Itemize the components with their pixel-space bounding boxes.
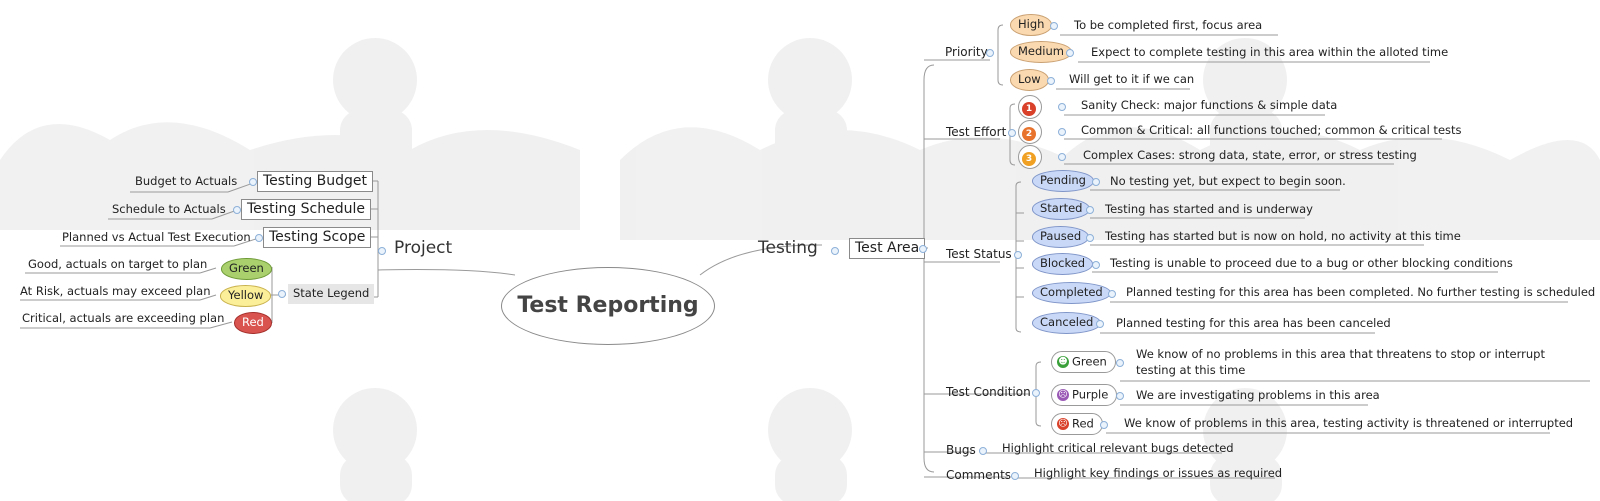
central-topic[interactable]: Test Reporting bbox=[501, 267, 715, 345]
status-blocked[interactable]: Blocked bbox=[1032, 253, 1094, 275]
state-green-note[interactable]: Good, actuals on target to plan bbox=[28, 257, 208, 271]
medium-collapse-icon[interactable] bbox=[1066, 49, 1074, 57]
condition-red-label: Red bbox=[1072, 416, 1094, 431]
number-3-icon: 3 bbox=[1022, 152, 1036, 166]
scope-collapse-icon[interactable] bbox=[255, 234, 263, 242]
pending-note[interactable]: No testing yet, but expect to begin soon… bbox=[1110, 174, 1346, 188]
completed-note[interactable]: Planned testing for this area has been c… bbox=[1126, 285, 1596, 299]
angry-face-icon: ☹ bbox=[1057, 418, 1069, 430]
started-note[interactable]: Testing has started and is underway bbox=[1105, 202, 1313, 216]
number-2-icon: 2 bbox=[1022, 127, 1036, 141]
state-yellow-note[interactable]: At Risk, actuals may exceed plan bbox=[20, 284, 211, 298]
effort-2-node[interactable]: 2 bbox=[1018, 120, 1042, 144]
priority-topic[interactable]: Priority bbox=[945, 45, 988, 59]
condition-purple[interactable]: ☹Purple bbox=[1051, 384, 1118, 406]
schedule-note[interactable]: Schedule to Actuals bbox=[112, 202, 226, 216]
bugs-collapse-icon[interactable] bbox=[979, 447, 987, 455]
test-area-topic[interactable]: Test Area bbox=[849, 238, 926, 259]
paused-note[interactable]: Testing has started but is now on hold, … bbox=[1105, 229, 1461, 243]
state-green[interactable]: Green bbox=[221, 258, 272, 280]
test-status-topic[interactable]: Test Status bbox=[946, 247, 1012, 261]
status-paused[interactable]: Paused bbox=[1032, 226, 1090, 248]
state-red-note[interactable]: Critical, actuals are exceeding plan bbox=[22, 311, 225, 325]
priority-medium-note[interactable]: Expect to complete testing in this area … bbox=[1091, 45, 1449, 59]
test-effort-collapse-icon[interactable] bbox=[1008, 129, 1016, 137]
test-condition-topic[interactable]: Test Condition bbox=[946, 385, 1031, 399]
testing-topic[interactable]: Testing bbox=[758, 238, 818, 258]
state-yellow[interactable]: Yellow bbox=[220, 285, 272, 307]
project-topic[interactable]: Project bbox=[394, 238, 453, 258]
low-collapse-icon[interactable] bbox=[1047, 77, 1055, 85]
effort-3-note[interactable]: Complex Cases: strong data, state, error… bbox=[1083, 148, 1417, 162]
completed-collapse-icon[interactable] bbox=[1108, 290, 1116, 298]
canceled-note[interactable]: Planned testing for this area has been c… bbox=[1116, 316, 1391, 330]
cond-purple-collapse-icon[interactable] bbox=[1116, 392, 1124, 400]
condition-purple-note[interactable]: We are investigating problems in this ar… bbox=[1136, 388, 1380, 402]
effort-1-note[interactable]: Sanity Check: major functions & simple d… bbox=[1081, 98, 1338, 112]
test-status-collapse-icon[interactable] bbox=[1014, 251, 1022, 259]
testing-scope-topic[interactable]: Testing Scope bbox=[263, 227, 372, 248]
testing-schedule-topic[interactable]: Testing Schedule bbox=[241, 199, 372, 220]
status-pending[interactable]: Pending bbox=[1032, 170, 1094, 192]
state-legend-topic[interactable]: State Legend bbox=[288, 284, 375, 304]
state-red[interactable]: Red bbox=[234, 312, 272, 334]
blocked-note[interactable]: Testing is unable to proceed due to a bu… bbox=[1110, 256, 1513, 270]
happy-face-icon: ☻ bbox=[1057, 356, 1069, 368]
cond-green-collapse-icon[interactable] bbox=[1116, 359, 1124, 367]
bugs-note[interactable]: Highlight critical relevant bugs detecte… bbox=[1002, 441, 1234, 455]
priority-high[interactable]: High bbox=[1010, 14, 1053, 36]
test-condition-collapse-icon[interactable] bbox=[1032, 389, 1040, 397]
priority-low-note[interactable]: Will get to it if we can bbox=[1069, 72, 1195, 86]
paused-collapse-icon[interactable] bbox=[1086, 234, 1094, 242]
high-collapse-icon[interactable] bbox=[1050, 22, 1058, 30]
effort-3-collapse-icon[interactable] bbox=[1058, 153, 1066, 161]
canceled-collapse-icon[interactable] bbox=[1096, 320, 1104, 328]
condition-purple-label: Purple bbox=[1072, 387, 1109, 402]
priority-high-note[interactable]: To be completed first, focus area bbox=[1074, 18, 1263, 32]
started-collapse-icon[interactable] bbox=[1086, 206, 1094, 214]
effort-2-collapse-icon[interactable] bbox=[1058, 128, 1066, 136]
test-area-collapse-icon[interactable] bbox=[919, 245, 927, 253]
testing-collapse-icon[interactable] bbox=[831, 247, 839, 255]
priority-medium[interactable]: Medium bbox=[1010, 41, 1072, 63]
condition-green[interactable]: ☻Green bbox=[1051, 351, 1116, 373]
effort-1-node[interactable]: 1 bbox=[1018, 95, 1042, 119]
scope-note[interactable]: Planned vs Actual Test Execution bbox=[62, 230, 251, 244]
legend-collapse-icon[interactable] bbox=[278, 290, 286, 298]
bugs-topic[interactable]: Bugs bbox=[946, 443, 976, 457]
worried-face-icon: ☹ bbox=[1057, 389, 1069, 401]
budget-collapse-icon[interactable] bbox=[249, 178, 257, 186]
cond-red-collapse-icon[interactable] bbox=[1100, 421, 1108, 429]
blocked-collapse-icon[interactable] bbox=[1092, 261, 1100, 269]
condition-green-note[interactable]: We know of no problems in this area that… bbox=[1136, 347, 1545, 377]
effort-2-note[interactable]: Common & Critical: all functions touched… bbox=[1081, 123, 1462, 137]
comments-topic[interactable]: Comments bbox=[946, 468, 1012, 482]
condition-red[interactable]: ☹Red bbox=[1051, 413, 1103, 435]
comments-note[interactable]: Highlight key findings or issues as requ… bbox=[1034, 466, 1283, 480]
priority-collapse-icon[interactable] bbox=[986, 49, 994, 57]
project-collapse-icon[interactable] bbox=[378, 247, 386, 255]
priority-low[interactable]: Low bbox=[1010, 69, 1049, 91]
status-canceled[interactable]: Canceled bbox=[1032, 312, 1102, 334]
condition-green-label: Green bbox=[1072, 354, 1107, 369]
effort-3-node[interactable]: 3 bbox=[1018, 145, 1042, 169]
status-started[interactable]: Started bbox=[1032, 198, 1091, 220]
number-1-icon: 1 bbox=[1022, 102, 1036, 116]
status-completed[interactable]: Completed bbox=[1032, 282, 1111, 304]
schedule-collapse-icon[interactable] bbox=[233, 206, 241, 214]
test-effort-topic[interactable]: Test Effort bbox=[946, 125, 1007, 139]
budget-note[interactable]: Budget to Actuals bbox=[135, 174, 238, 188]
condition-red-note[interactable]: We know of problems in this area, testin… bbox=[1124, 416, 1574, 430]
testing-budget-topic[interactable]: Testing Budget bbox=[257, 171, 374, 192]
comments-collapse-icon[interactable] bbox=[1011, 472, 1019, 480]
effort-1-collapse-icon[interactable] bbox=[1058, 103, 1066, 111]
pending-collapse-icon[interactable] bbox=[1092, 178, 1100, 186]
